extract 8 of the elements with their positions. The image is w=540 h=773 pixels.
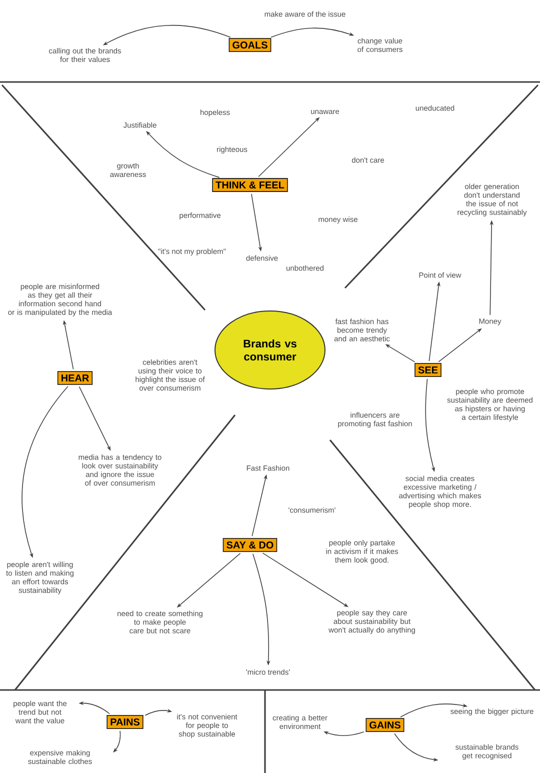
heading-box: PAINS (106, 715, 144, 729)
heading-box: SEE (414, 363, 442, 377)
heading-box: HEAR (57, 371, 93, 385)
heading-box: GOALS (228, 38, 272, 52)
heading-box: SAY & DO (222, 538, 278, 552)
center-blob: Brands vs consumer (214, 310, 326, 390)
heading-box: THINK & FEEL (212, 178, 288, 192)
heading-box: GAINS (366, 718, 404, 732)
